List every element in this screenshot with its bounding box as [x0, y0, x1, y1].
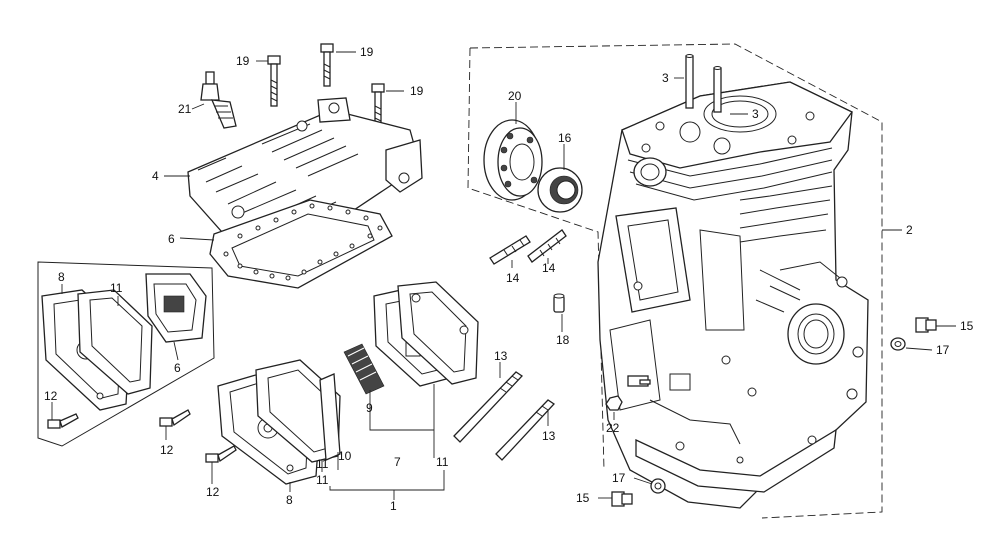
label-14-right: 14 [542, 261, 556, 275]
studs-14 [489, 229, 567, 265]
label-9: 9 [366, 401, 373, 415]
drain-bolt-lower [611, 478, 666, 507]
breather-plate [373, 281, 479, 387]
label-7: 7 [394, 455, 401, 469]
label-18: 18 [556, 333, 570, 347]
label-12-mid: 12 [160, 443, 174, 457]
label-3-upper: 3 [662, 71, 669, 85]
crankcase [597, 54, 869, 509]
label-21: 21 [178, 102, 192, 116]
label-8-lower: 8 [286, 493, 293, 507]
label-4: 4 [152, 169, 159, 183]
inset-breather-plate [145, 273, 207, 343]
cylinder-head [187, 97, 423, 247]
nut-22 [605, 395, 623, 411]
breather-separator [319, 373, 341, 461]
label-17-lower: 17 [612, 471, 626, 485]
label-11-right: 11 [436, 455, 449, 469]
screws-12 [47, 409, 237, 463]
label-13-lower: 13 [542, 429, 556, 443]
label-12-lower: 12 [206, 485, 220, 499]
leader-lines [51, 51, 956, 500]
label-8-inset: 8 [58, 270, 65, 284]
label-16: 16 [558, 131, 572, 145]
head-gasket [209, 199, 393, 289]
label-12-inset: 12 [44, 389, 58, 403]
label-14-left: 14 [506, 271, 520, 285]
label-3-lower: 3 [752, 107, 759, 121]
label-10: 10 [338, 449, 352, 463]
label-13-upper: 13 [494, 349, 508, 363]
label-20: 20 [508, 89, 522, 103]
label-11-lower-b: 11 [316, 457, 329, 471]
label-17-right: 17 [936, 343, 950, 357]
bolts-19 [267, 43, 385, 131]
label-11-inset: 11 [110, 281, 123, 295]
label-2: 2 [906, 223, 913, 237]
label-11-lower-a: 11 [316, 473, 329, 487]
label-19-right: 19 [410, 84, 424, 98]
callout-numbers: 19 19 19 21 4 6 8 11 6 12 12 12 8 10 11 … [44, 45, 974, 513]
label-19-top: 19 [360, 45, 374, 59]
drain-bolt-right [890, 317, 937, 351]
label-15-lower: 15 [576, 491, 590, 505]
label-6-gasket: 6 [168, 232, 175, 246]
ball-bearing [483, 119, 543, 201]
breather-valve [343, 343, 385, 395]
inset-group-outline [37, 261, 215, 447]
studs-13 [453, 371, 555, 461]
label-19-left: 19 [236, 54, 250, 68]
dowel-pin [553, 293, 565, 313]
label-6-inset: 6 [174, 361, 181, 375]
label-22: 22 [606, 421, 620, 435]
spark-plug [200, 71, 237, 129]
label-15-right: 15 [960, 319, 974, 333]
inset-breather-gasket [77, 289, 153, 395]
label-1: 1 [390, 499, 397, 513]
oil-seal [537, 167, 583, 213]
